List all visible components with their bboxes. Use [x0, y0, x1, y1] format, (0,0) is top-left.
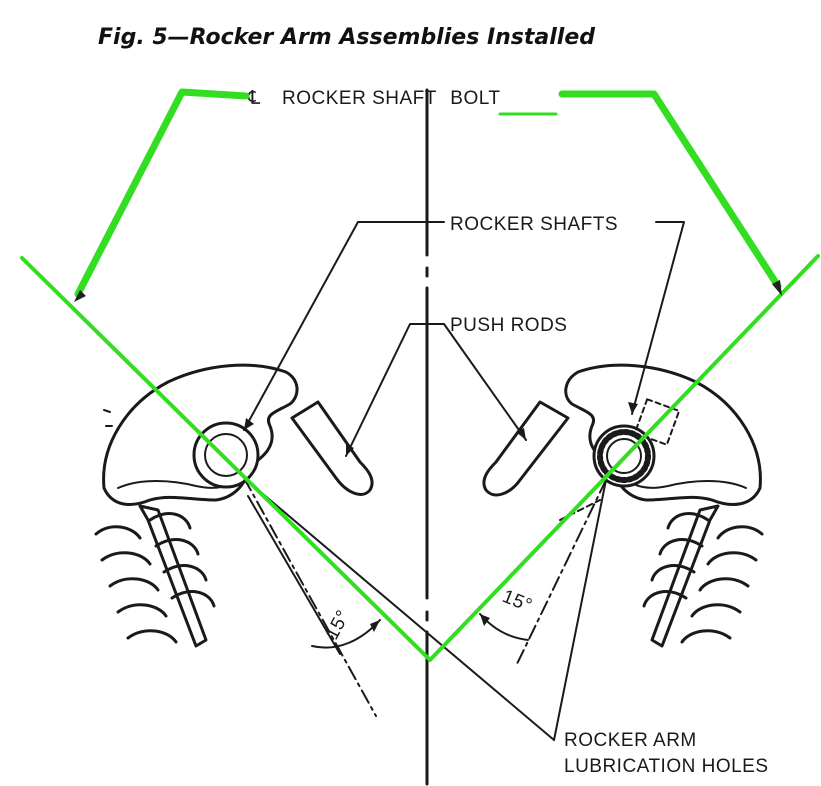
rocker-shafts-label: ROCKER SHAFTS	[450, 214, 618, 235]
figure-title: Fig. 5—Rocker Arm Assemblies Installed	[98, 25, 595, 50]
green-markup	[20, 88, 820, 662]
green-bracket-right	[558, 90, 782, 290]
angle-arc-right	[479, 613, 529, 641]
shaft-bolt-prefix: ROCKER SHAFT	[282, 88, 442, 109]
push-rods-label: PUSH RODS	[450, 315, 567, 336]
left-rocker-shaft	[192, 421, 260, 489]
lube-holes-label-line1: ROCKER ARM	[564, 730, 697, 751]
right-valve-spring	[642, 504, 764, 648]
left-valve-spring	[94, 504, 216, 648]
left-rocker-assembly	[94, 363, 374, 648]
shaft-bolt-word: BOLT	[450, 88, 500, 109]
angle-label-right: 15°	[499, 586, 535, 617]
green-v-lines	[20, 254, 820, 662]
lube-hole-axis-right	[515, 479, 607, 667]
angle-label-left: 15°	[322, 607, 355, 644]
right-push-rod	[482, 400, 570, 497]
lube-holes-label-line2: LUBRICATION HOLES	[564, 756, 769, 777]
green-bracket-left	[74, 88, 250, 298]
lube-hole-axis-left	[243, 477, 377, 717]
left-push-rod	[290, 400, 374, 496]
centerline-symbol: ℄	[247, 88, 261, 109]
angle-arc-left	[311, 619, 381, 649]
leader-lines	[243, 221, 685, 741]
shaft-bolt-label: ROCKER SHAFT BOLT	[282, 88, 501, 109]
